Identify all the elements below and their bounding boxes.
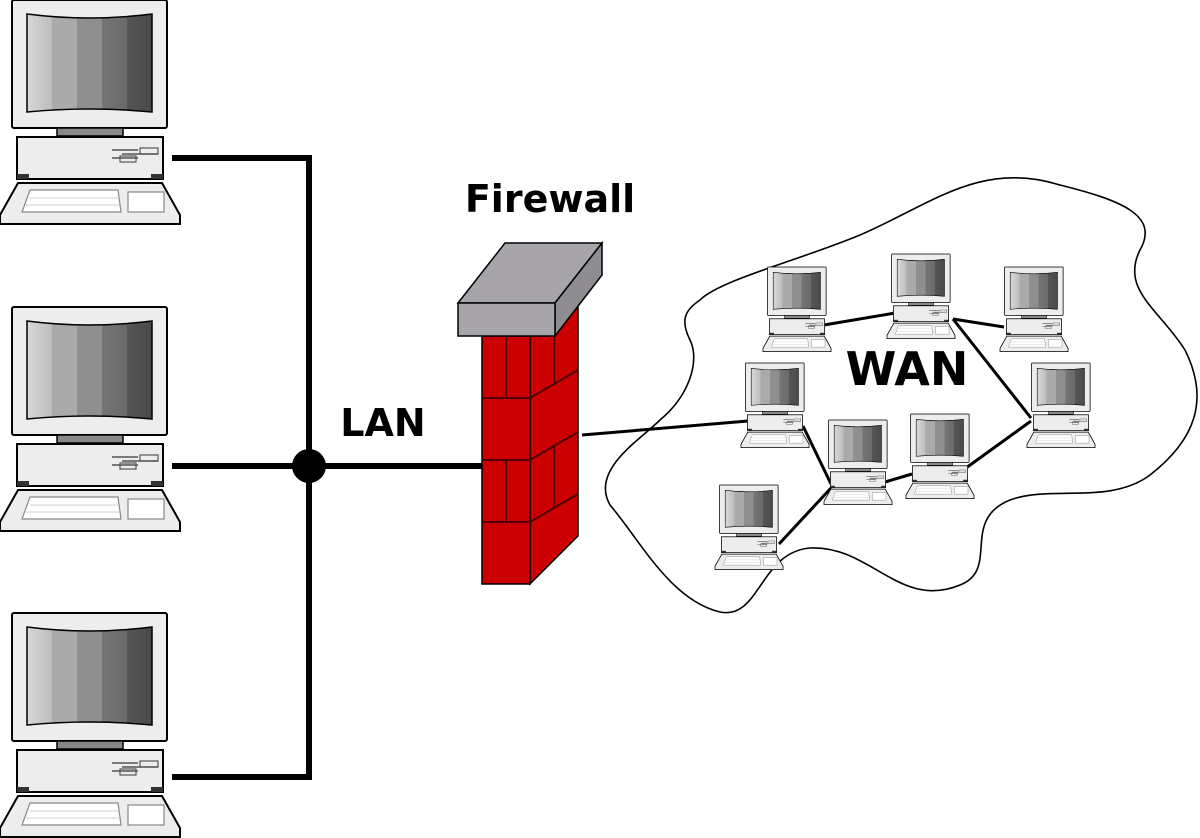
lan-computer-3 [0,612,181,838]
firewall-label: Firewall [465,177,635,221]
lan-label: LAN [340,401,425,445]
wan-cloud [604,176,1198,614]
wan-link-e [884,472,913,484]
wan-link-c [951,318,1033,419]
wan-computer-5 [1026,362,1096,449]
wan-computer-8 [714,484,784,571]
wan-links [581,311,1033,546]
lan-computer-2 [0,306,181,532]
wan-link-g [777,486,833,546]
wan-link-d [801,425,833,485]
wan-computer-4 [740,362,810,449]
firewall-brick-wall [456,240,604,586]
wan-computer-2 [886,253,956,340]
firewall-to-wan-link [581,419,749,437]
wan-computer-7 [905,413,975,500]
wan-computer-3 [999,266,1069,353]
wan-computer-6 [823,419,893,506]
lan-computer-1 [0,0,181,225]
wan-link-b [952,317,1005,329]
wan-label: WAN [846,342,969,396]
wan-link-f [965,419,1032,470]
wan-computer-1 [762,266,832,353]
lan-wiring [172,155,482,780]
lan-hub [292,449,326,483]
wan-link-a [823,311,896,327]
